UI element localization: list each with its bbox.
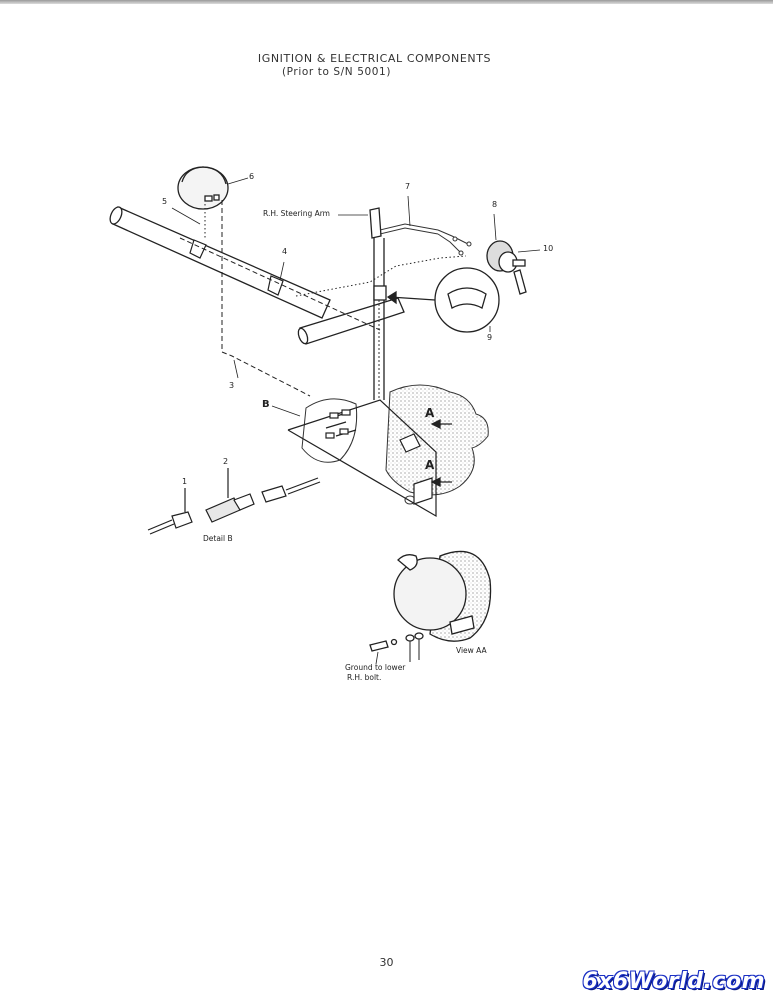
callout-8: 8 bbox=[492, 200, 498, 209]
detail-b-connectors bbox=[147, 468, 321, 535]
page-number: 30 bbox=[379, 956, 394, 969]
view-aa-drawing bbox=[369, 550, 492, 665]
label-detail-b: Detail B bbox=[203, 534, 233, 543]
label-ground-line1: Ground to lower bbox=[345, 663, 406, 672]
callout-a-lower: A bbox=[425, 458, 435, 472]
label-steering-arm: R.H. Steering Arm bbox=[263, 209, 330, 218]
callout-5: 5 bbox=[162, 197, 168, 206]
wire-route-3 bbox=[179, 200, 381, 397]
callout-4: 4 bbox=[282, 247, 288, 256]
label-view-aa: View AA bbox=[456, 646, 487, 655]
headlight bbox=[177, 166, 229, 210]
callout-1: 1 bbox=[182, 477, 188, 486]
steering-arm bbox=[369, 207, 387, 400]
tube-clamps bbox=[189, 239, 284, 296]
page-title: IGNITION & ELECTRICAL COMPONENTS bbox=[257, 52, 492, 65]
ignition-switch bbox=[486, 240, 527, 295]
callout-leaders bbox=[171, 177, 541, 417]
scan-top-edge bbox=[0, 0, 773, 4]
callout-2: 2 bbox=[223, 457, 229, 466]
engine-block bbox=[301, 384, 489, 505]
watermark-logo: 6x6World.com bbox=[582, 969, 765, 994]
callout-b: B bbox=[262, 399, 270, 410]
page-subtitle: (Prior to S/N 5001) bbox=[281, 66, 392, 78]
callout-7: 7 bbox=[405, 182, 411, 191]
callout-10: 10 bbox=[543, 244, 554, 253]
callout-6: 6 bbox=[249, 172, 255, 181]
view-arrows bbox=[430, 419, 452, 487]
callout-3: 3 bbox=[229, 381, 235, 390]
callout-a-upper: A bbox=[425, 406, 435, 420]
clamp-detail bbox=[386, 267, 500, 333]
wire-harness bbox=[378, 223, 472, 400]
label-ground-line2: R.H. bolt. bbox=[347, 673, 382, 682]
callout-9: 9 bbox=[487, 333, 493, 342]
wire-route-dotted bbox=[204, 200, 467, 297]
handlebar-tube bbox=[109, 206, 405, 345]
mounting-plate bbox=[287, 399, 437, 518]
